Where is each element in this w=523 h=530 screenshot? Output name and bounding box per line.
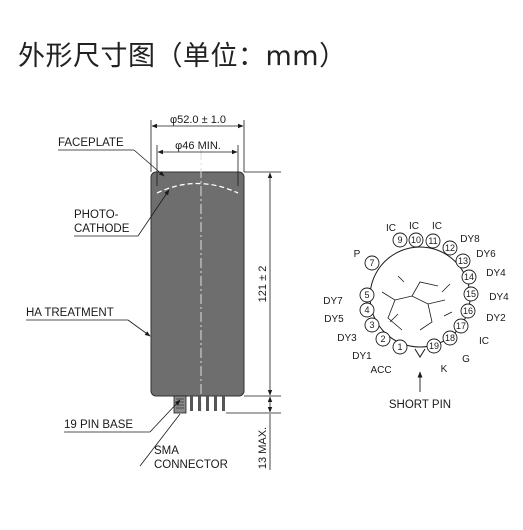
pin-label: P xyxy=(354,249,361,260)
pin-label: DY1 xyxy=(352,351,372,362)
pin-circle xyxy=(461,269,477,285)
photocathode-diameter-dim: φ46 MIN. xyxy=(175,140,221,152)
pin-number: 15 xyxy=(466,289,476,299)
pin-circle xyxy=(364,255,380,271)
faceplate-diameter-dim: φ52.0 ± 1.0 xyxy=(170,114,226,126)
pin-14: 14 DY4 xyxy=(461,268,506,285)
pin-circle xyxy=(375,331,391,347)
pin-circle xyxy=(460,303,476,319)
pin-label: DY5 xyxy=(324,314,344,325)
short-pin-label: SHORT PIN xyxy=(389,399,451,411)
faceplate-label: FACEPLATE xyxy=(58,137,124,149)
pin-number: 5 xyxy=(364,290,369,300)
base-pins xyxy=(173,395,225,414)
pin-number: 11 xyxy=(428,236,437,246)
pin-label: DY6 xyxy=(476,249,496,260)
pin-number: 14 xyxy=(464,272,474,282)
page-title: 外形尺寸图（单位：mm） xyxy=(18,41,347,72)
base-view: SHORT PIN 1ACC2DY13DY34DY55DY77P9IC10IC1… xyxy=(323,221,509,411)
pin-15: 15 DY4 xyxy=(463,286,509,303)
side-view: φ52.0 ± 1.0 φ46 MIN. 121 ± 2 13 MAX. FAC… xyxy=(26,114,281,471)
pin-number: 19 xyxy=(429,341,439,351)
pin-circle xyxy=(408,232,424,248)
pin-number: 18 xyxy=(445,333,455,343)
pin-length-dim: 13 MAX. xyxy=(257,427,269,469)
pin-circle xyxy=(392,232,408,248)
pin-number: 2 xyxy=(380,334,385,344)
pin-circle xyxy=(359,302,375,318)
pin-11: 11 IC xyxy=(425,221,442,249)
pin-circle xyxy=(455,253,471,269)
pin-label: DY8 xyxy=(460,234,480,245)
photocathode-label-line2: CATHODE xyxy=(74,223,130,235)
base-internal-wiring xyxy=(381,275,453,331)
pin-circle xyxy=(426,338,442,354)
tube-body xyxy=(150,171,245,397)
photocathode-label-line1: PHOTO- xyxy=(74,209,119,221)
pin-number: 4 xyxy=(364,305,369,315)
pin-label: K xyxy=(441,364,448,375)
pin-number: 12 xyxy=(445,243,455,253)
pin-7: 7P xyxy=(354,249,380,271)
pin-19: 19K xyxy=(426,338,448,375)
pin-label: DY3 xyxy=(337,333,357,344)
pin-number: 9 xyxy=(397,235,402,245)
length-dim: 121 ± 2 xyxy=(257,266,269,303)
pin-circle xyxy=(463,286,479,302)
sma-label-line2: CONNECTOR xyxy=(154,459,228,471)
pin-label: ACC xyxy=(370,365,391,376)
pin-circle xyxy=(425,233,441,249)
pin-label: G xyxy=(462,354,470,365)
pin-circle xyxy=(442,330,458,346)
pin-number: 1 xyxy=(397,342,402,352)
pin-circle xyxy=(442,240,458,256)
sma-label-line1: SMA xyxy=(154,445,179,457)
pin-label: IC xyxy=(409,221,419,232)
pin-layer: 1ACC2DY13DY34DY55DY77P9IC10IC11IC12DY813… xyxy=(323,221,509,376)
pin-12: 12 DY8 xyxy=(442,234,480,256)
pin-9: 9IC xyxy=(386,223,408,248)
pin-circle xyxy=(392,339,408,355)
pin-label: IC xyxy=(479,336,489,347)
pin-label: DY7 xyxy=(323,296,343,307)
pin-10: 10 IC xyxy=(408,221,424,248)
pin-label: DY2 xyxy=(486,313,506,324)
pin-circle xyxy=(453,318,469,334)
ha-treatment-label: HA TREATMENT xyxy=(26,307,114,319)
pin-number: 17 xyxy=(456,321,466,331)
pin-13: 13 DY6 xyxy=(455,249,496,269)
pin-label: IC xyxy=(386,223,396,234)
pin-circle xyxy=(364,317,380,333)
pin-number: 10 xyxy=(411,235,421,245)
pin-base-label: 19 PIN BASE xyxy=(64,419,133,431)
pin-number: 16 xyxy=(463,306,473,316)
pin-18: 18G xyxy=(442,330,470,365)
pin-circle xyxy=(359,287,375,303)
pin-label: DY4 xyxy=(486,268,506,279)
pin-label: IC xyxy=(432,221,442,232)
pin-number: 7 xyxy=(369,258,374,268)
pin-label: DY4 xyxy=(489,292,509,303)
short-pin-marker xyxy=(414,348,426,358)
pin-number: 13 xyxy=(458,256,468,266)
pin-number: 3 xyxy=(369,320,374,330)
